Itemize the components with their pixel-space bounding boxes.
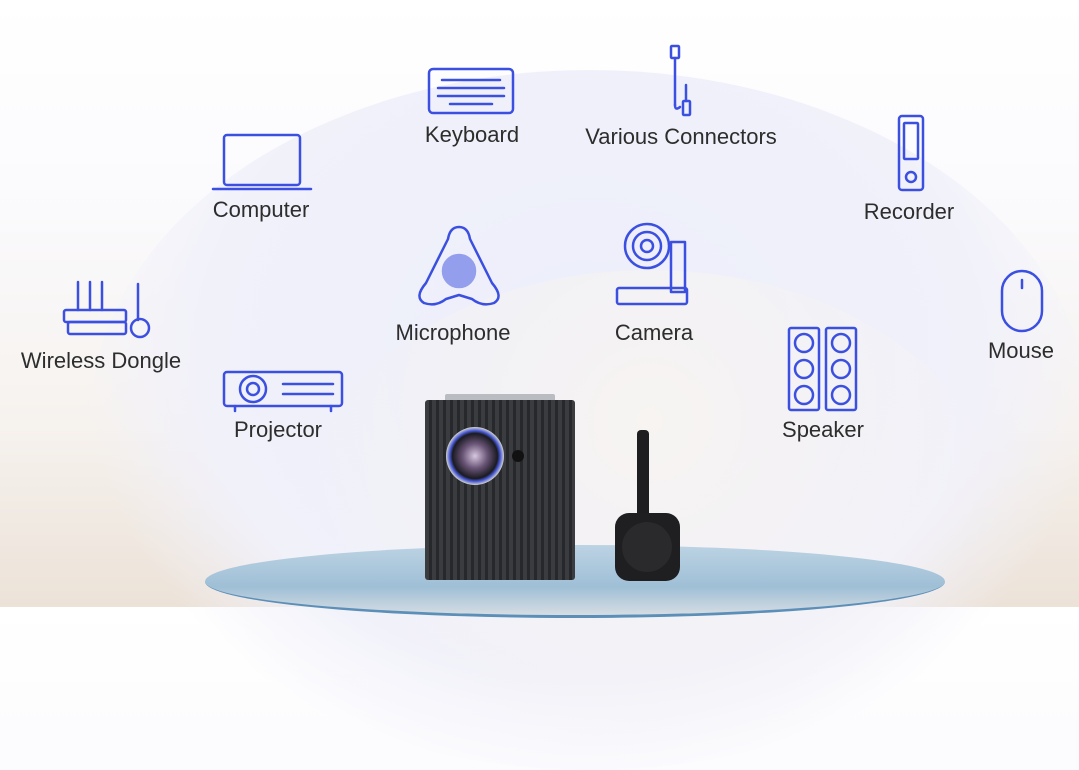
display-pedestal (205, 545, 945, 618)
laptop-icon (211, 133, 313, 191)
connectors-label: Various Connectors (585, 124, 777, 149)
camera-label: Camera (614, 320, 694, 345)
projector-label: Projector (233, 417, 323, 442)
keyboard-icon (427, 67, 515, 115)
connector-cable-icon (668, 44, 696, 117)
recorder-label: Recorder (863, 199, 955, 224)
camera-icon (615, 222, 689, 306)
wireless-dongle-label: Wireless Dongle (20, 348, 182, 373)
keyboard-label: Keyboard (424, 122, 520, 147)
mouse-icon (1000, 269, 1044, 333)
recorder-icon (897, 114, 925, 192)
product-projector (425, 400, 575, 580)
projector-lens (446, 427, 504, 485)
projector-sensor (512, 450, 524, 462)
mouse-label: Mouse (987, 338, 1055, 363)
speaker-label: Speaker (782, 417, 864, 442)
speaker-icon (787, 326, 858, 412)
microphone-label: Microphone (395, 320, 511, 345)
conference-microphone-icon (412, 225, 506, 307)
wireless-router-icon (62, 280, 152, 340)
computer-label: Computer (212, 197, 310, 222)
projector-top-panel (445, 394, 555, 402)
dongle-button (622, 522, 672, 572)
projector-icon (222, 370, 344, 413)
